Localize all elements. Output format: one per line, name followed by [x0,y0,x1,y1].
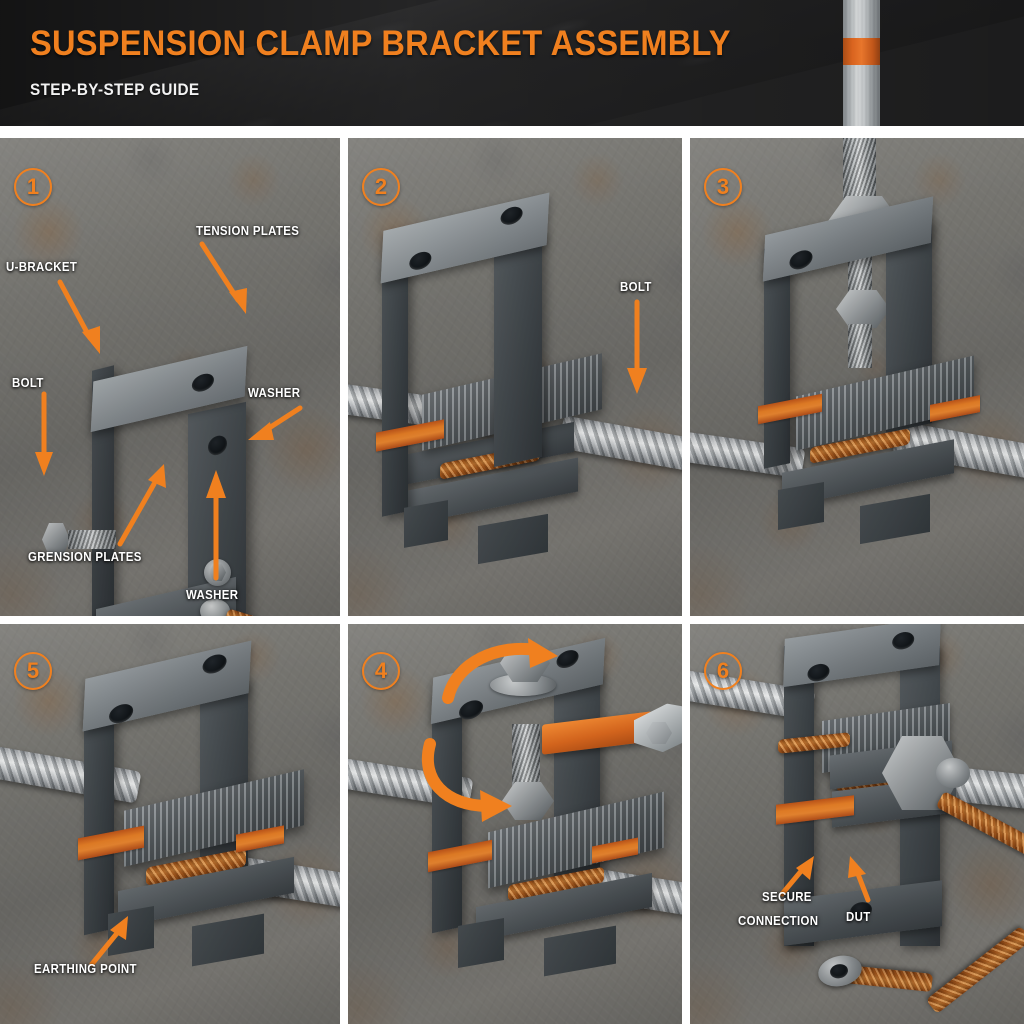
label-secure-line1: SECURE [762,889,812,904]
arrow-bolt-down [627,299,647,394]
step-panel-1[interactable]: 1 TENSION PLATES U-BRACKET BOLT WASHER G… [0,138,340,616]
loose-bolt-thread [68,530,116,549]
panel-shading [0,624,340,1024]
panel-shading [348,138,682,616]
arrow-u-bracket [57,279,100,354]
step-number-5: 5 [14,652,52,690]
label-washer-lower: WASHER [186,587,239,602]
steps-grid: 1 TENSION PLATES U-BRACKET BOLT WASHER G… [0,126,1024,1024]
arrow-washer-lower [206,470,226,581]
arrow-tension-plates [199,241,247,314]
arrow-earthing-point [89,916,128,967]
rod-thread-lower [848,324,872,368]
nut-boss [936,758,970,788]
step-number-3: 3 [704,168,742,206]
rotation-arrow-bottom [421,738,512,822]
label-washer-upper: WASHER [248,385,301,400]
step-number-6: 6 [704,652,742,690]
step-number-2: 2 [362,168,400,206]
label-grension-plates: GRENSION PLATES [28,549,142,564]
label-bolt: BOLT [12,375,44,390]
page-header: SUSPENSION CLAMP BRACKET ASSEMBLY STEP-B… [0,0,1024,126]
arrow-grension-plates [117,464,166,547]
arrow-washer-upper [248,405,303,440]
panel-shading [0,138,340,616]
wrench-tool [542,702,682,766]
label-bolt: BOLT [620,279,652,294]
step-panel-6[interactable]: 6 SECURE CONNECTION DUT [690,624,1024,1024]
step-panel-4[interactable]: 4 [348,624,682,1024]
rod-orange-band [843,38,880,65]
step-number-4: 4 [362,652,400,690]
page-subtitle: STEP-BY-STEP GUIDE [30,80,200,99]
label-earthing-point: EARTHING POINT [34,961,137,976]
rotation-arrow-top [442,638,558,704]
label-u-bracket: U-BRACKET [6,259,78,274]
arrow-bolt [35,391,53,476]
wrench-hex-socket [646,722,672,744]
step-panel-5[interactable]: 5 EARTHING POINT [0,624,340,1024]
panel-shading [348,624,682,1024]
lower-hex-nut [836,290,890,328]
label-dut: DUT [846,909,871,924]
arrow-secure-connection [779,856,814,897]
earth-lug [200,599,230,616]
panel-shading [690,624,1024,1024]
label-secure-line2: CONNECTION [738,913,819,928]
page-title: SUSPENSION CLAMP BRACKET ASSEMBLY [30,24,731,63]
arrow-dut [848,856,871,903]
bolt-washer [490,674,556,696]
step-panel-3[interactable]: 3 [690,138,1024,616]
step-panel-2[interactable]: 2 BOLT [348,138,682,616]
threaded-rod-graphic [843,0,880,126]
panel-shading [690,138,1024,616]
label-tension-plates: TENSION PLATES [196,223,300,238]
step-number-1: 1 [14,168,52,206]
